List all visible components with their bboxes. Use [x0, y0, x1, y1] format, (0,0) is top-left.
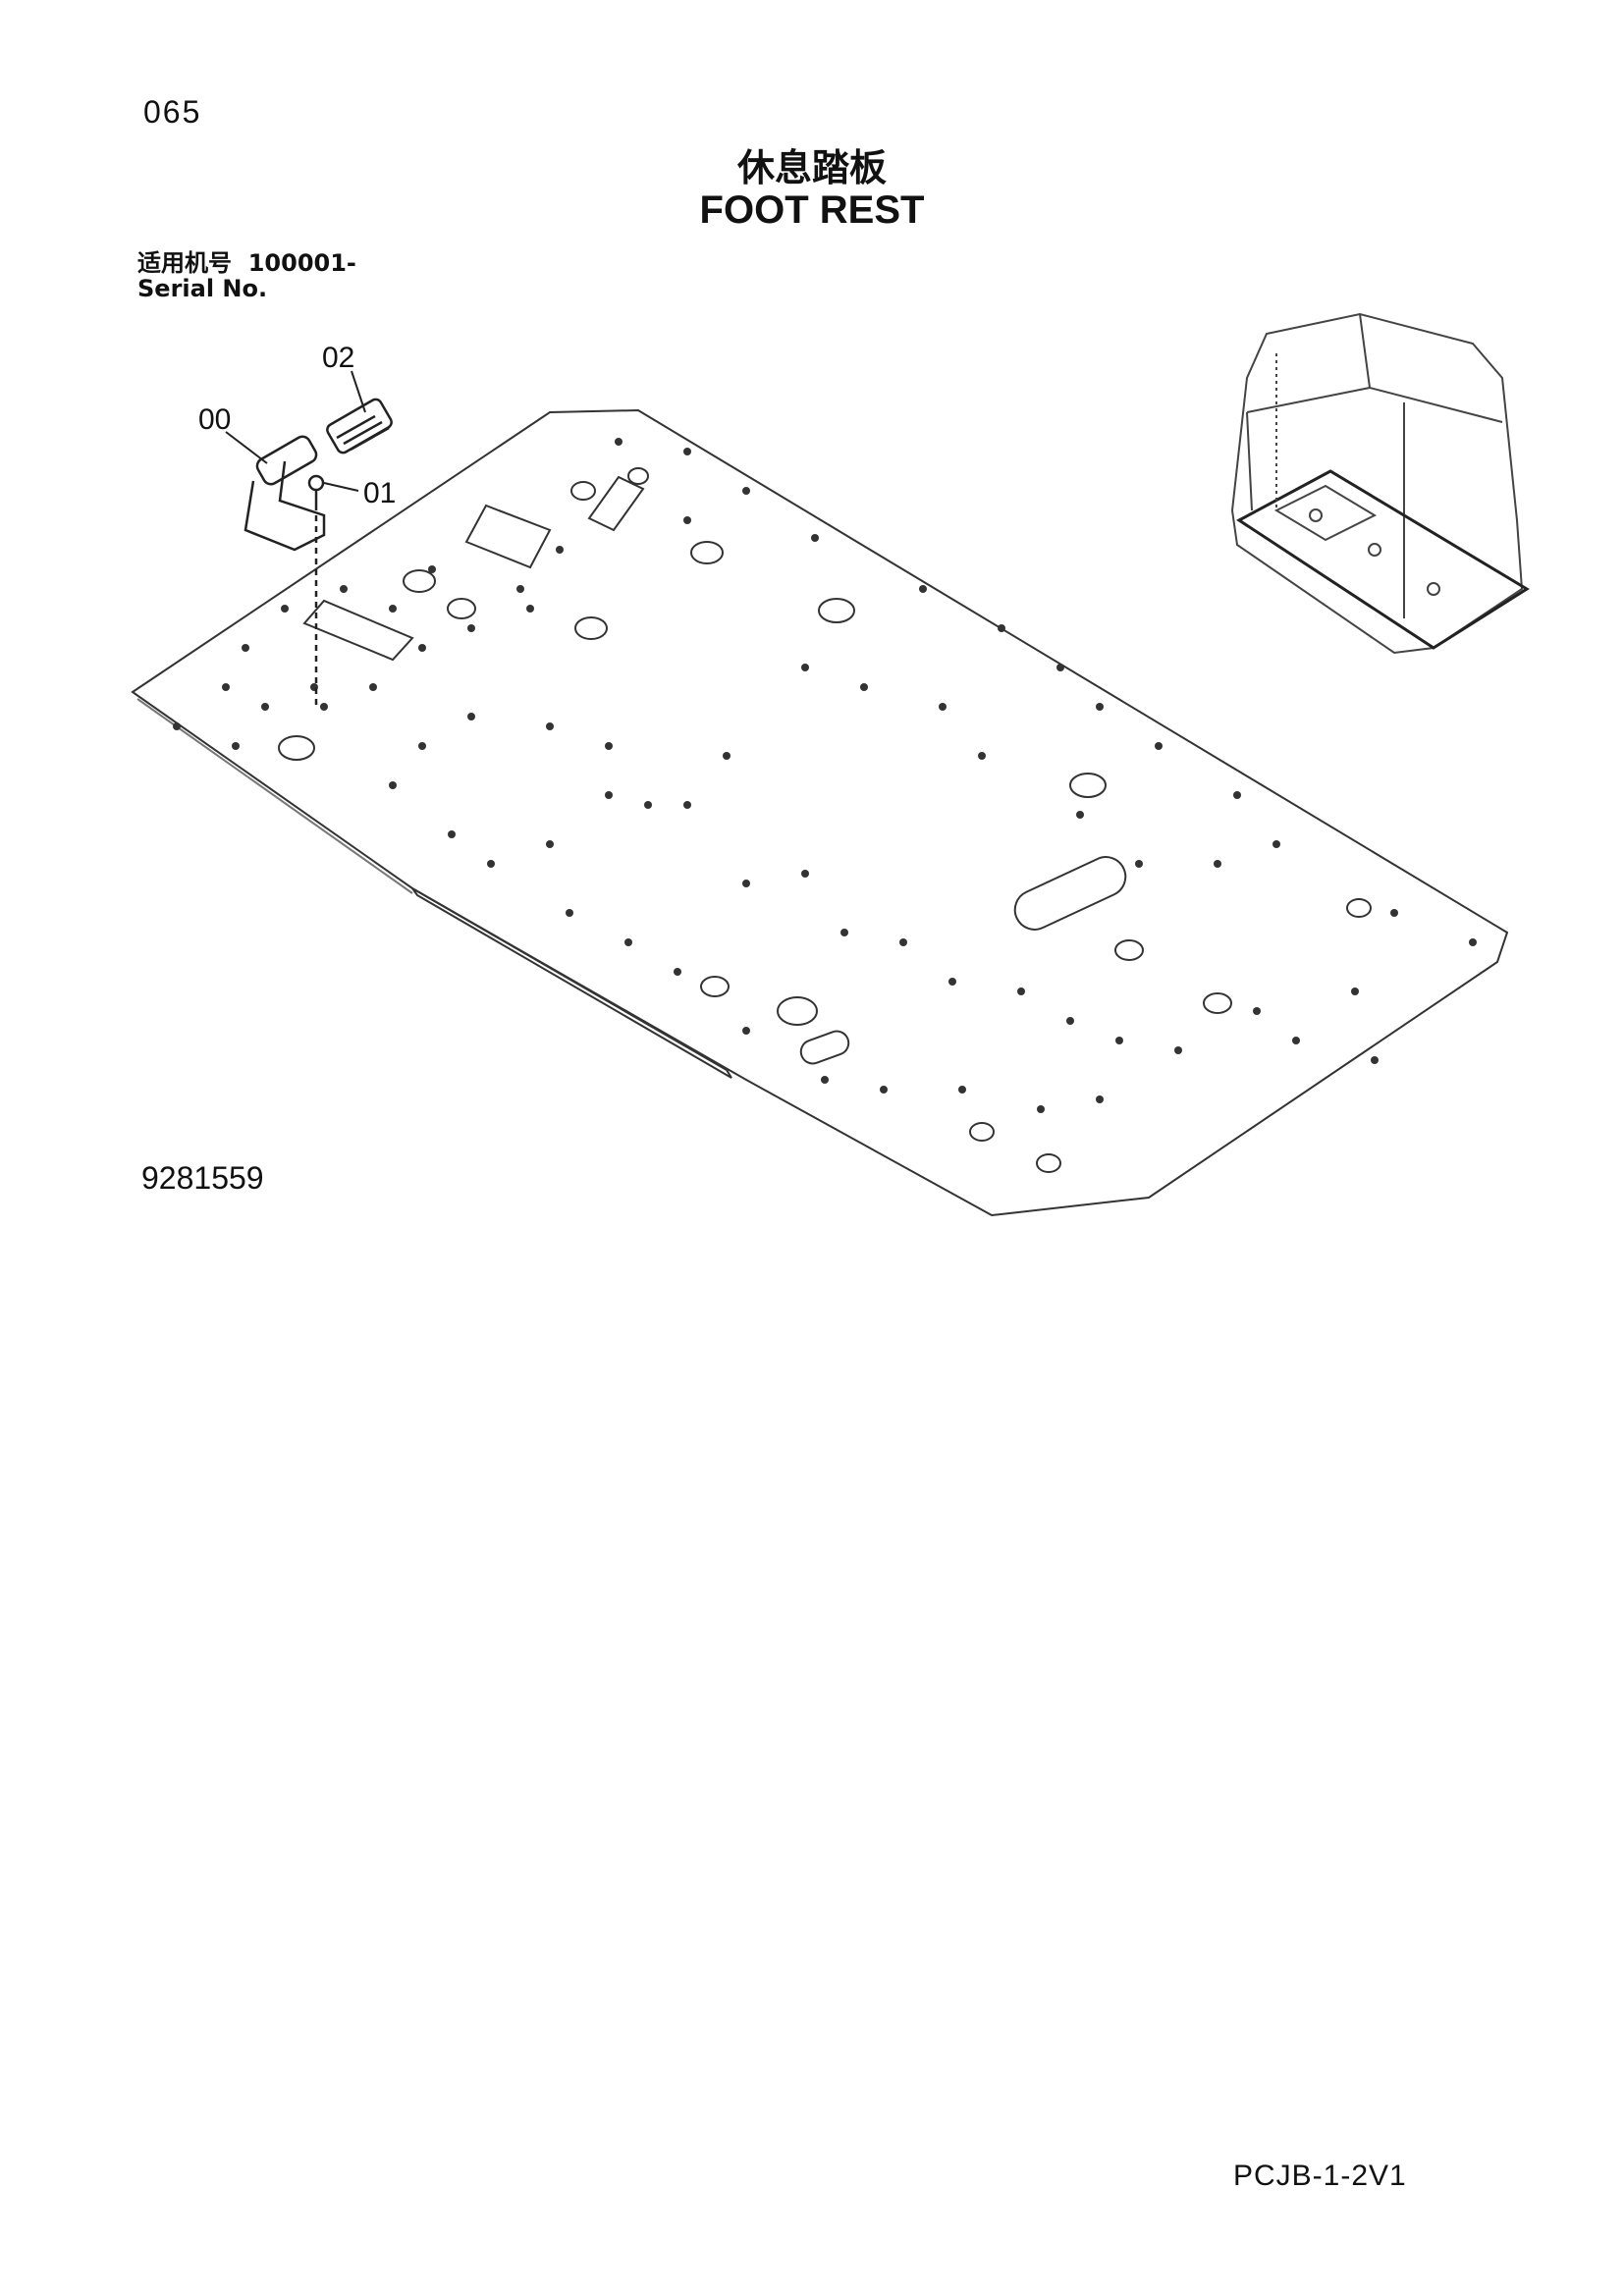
- serial-range: 100001-: [247, 249, 356, 277]
- callout-02: 02: [322, 342, 354, 374]
- cab-locator-inset: [1230, 312, 1530, 655]
- callout-00: 00: [198, 403, 231, 436]
- serial-label-en: Serial No.: [137, 275, 268, 302]
- document-code: PCJB-1-2V1: [1233, 2160, 1407, 2192]
- serial-line-cn: 适用机号 100001-: [137, 250, 356, 276]
- drawing-id: 9281559: [141, 1160, 264, 1196]
- serial-block: 适用机号 100001- Serial No.: [137, 250, 356, 301]
- bolt-dots: [173, 438, 1477, 1113]
- title-chinese: 休息踏板: [736, 146, 887, 189]
- bracket-assembly: [244, 398, 393, 707]
- plate-openings: [302, 475, 1127, 1065]
- title-english: FOOT REST: [699, 188, 925, 232]
- floor-plate: [131, 408, 1509, 1217]
- page-number: 065: [143, 94, 202, 130]
- leader-lines: [225, 370, 366, 492]
- foot-rest-diagram: 00 02 01: [131, 312, 1530, 1217]
- serial-label-cn: 适用机号: [137, 249, 232, 277]
- callout-01: 01: [363, 477, 396, 509]
- plate-holes: [278, 467, 1372, 1173]
